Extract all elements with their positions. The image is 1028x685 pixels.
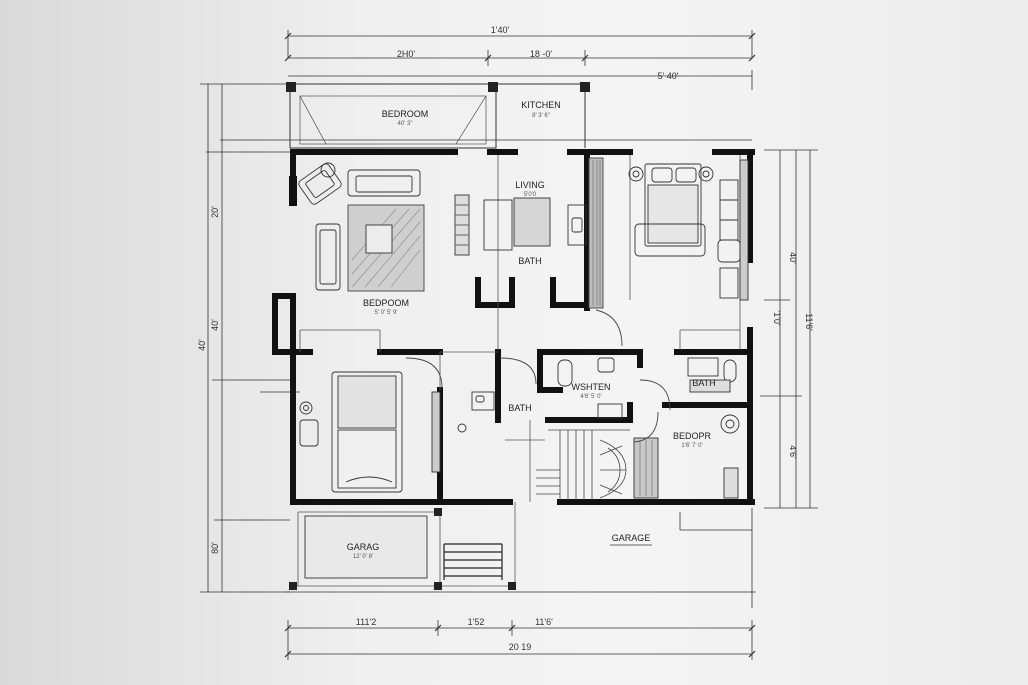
- room-bedroom-top-dims: 40' 3": [398, 121, 413, 127]
- room-bedroom-left-dims: 5' 0' 5' 9': [375, 310, 398, 316]
- dimension-lines: [200, 30, 818, 660]
- dim-top-4: 5' 40': [658, 71, 679, 81]
- dim-left-4: 80': [210, 542, 220, 554]
- garage-posts: [289, 176, 516, 590]
- room-garage-left-label: GARAG: [347, 542, 380, 552]
- dim-bottom-4: 20 19: [509, 642, 532, 652]
- dim-right-2: '1'0': [772, 310, 782, 325]
- room-bath-right-label: BATH: [692, 378, 715, 388]
- dim-right-4: 4'6': [788, 445, 798, 459]
- room-garage-right-label: GARAGE: [612, 533, 651, 543]
- dim-top-2: 2H0': [397, 49, 416, 59]
- room-kitchen-label: KITCHEN: [521, 100, 561, 110]
- walls: [272, 149, 755, 505]
- room-living-label: LIVING: [515, 180, 545, 190]
- dim-left-1: 20': [210, 206, 220, 218]
- room-bedroom-top-label: BEDROOM: [382, 109, 429, 119]
- room-wshten-dims: 4'6' 5' 0': [580, 394, 601, 400]
- room-garage-left-dims: 12' 0' 8': [353, 554, 373, 560]
- upper-balcony: [289, 83, 586, 149]
- dim-right-1: 40': [788, 252, 798, 264]
- room-bedroom-right-dims: 1'6' 7' 0': [681, 443, 702, 449]
- dim-bottom-3: 11'6': [535, 617, 553, 627]
- room-wshten-label: WSHTEN: [572, 382, 611, 392]
- dim-bottom-2: 1'52: [468, 617, 485, 627]
- room-kitchen-dims: 8' 3' 6": [532, 113, 550, 119]
- room-bath-mid-label: BATH: [508, 403, 531, 413]
- room-bedroom-right-label: BEDOPR: [673, 431, 712, 441]
- dim-right-3: 11'6': [804, 313, 814, 331]
- dim-top-1: 1'40': [491, 25, 510, 35]
- dim-left-3: 40': [210, 319, 220, 331]
- dimension-ticks: [284, 32, 756, 658]
- dim-top-3: 18 -0': [530, 49, 553, 59]
- furniture: [298, 157, 749, 580]
- corner-posts: [286, 82, 590, 92]
- dim-bottom-1: 111'2: [356, 617, 376, 627]
- room-bedroom-left-label: BEDPOOM: [363, 298, 409, 308]
- dim-left-2: 40': [197, 339, 207, 351]
- room-bath-center-label: BATH: [518, 256, 541, 266]
- room-living-dims: 5'0'0: [524, 192, 537, 198]
